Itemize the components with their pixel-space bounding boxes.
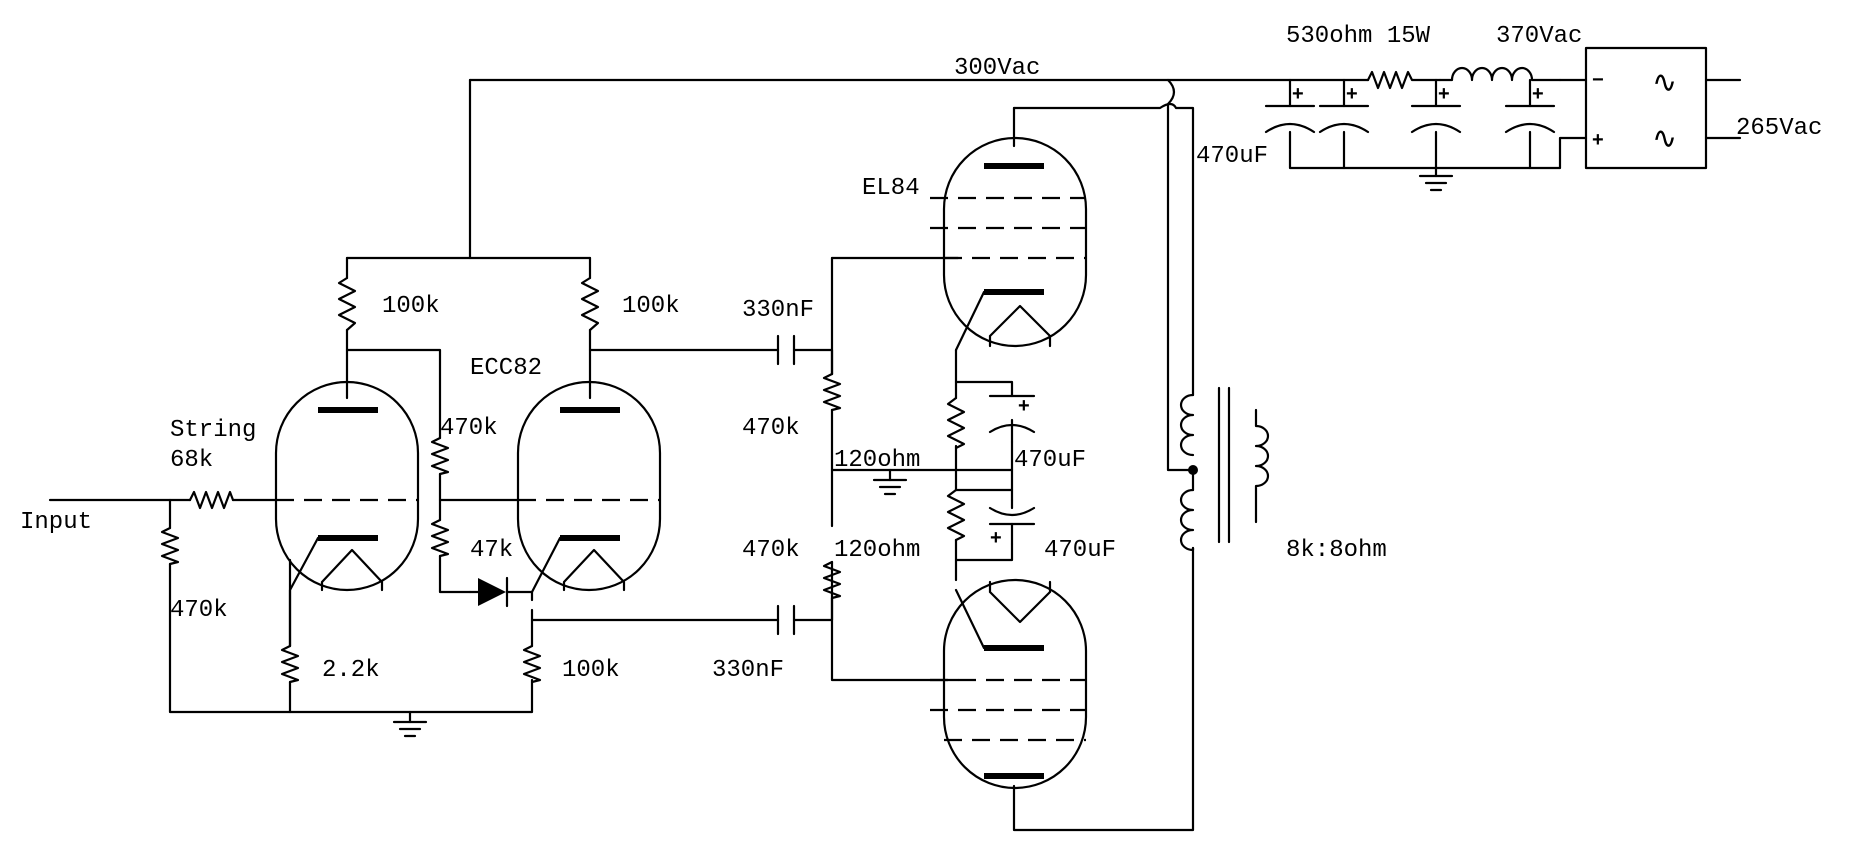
psu-resistor-label: 530ohm 15W: [1286, 23, 1431, 50]
resistor-120ohm-b-label: 120ohm: [834, 537, 920, 564]
svg-text:+: +: [1292, 83, 1304, 105]
resistor-470k-grid-b: [822, 560, 842, 600]
capacitors: [776, 104, 1556, 636]
svg-text:+: +: [990, 527, 1002, 549]
resistor-470k-divider-label: 470k: [440, 415, 498, 442]
el84-pentode-top: [930, 136, 1088, 352]
svg-text:+: +: [1346, 83, 1358, 105]
rect-voltage-label: 370Vac: [1496, 23, 1582, 50]
capacitor-470uf-cathode-b: [988, 498, 1036, 546]
resistor-100k-b-label: 100k: [622, 293, 680, 320]
resistor-47k: [430, 518, 450, 558]
resistor-68k: [188, 490, 235, 510]
capacitor-470uf-cathode-a: [988, 394, 1036, 444]
resistor-47k-label: 47k: [470, 537, 513, 564]
diode: [468, 576, 509, 608]
resistor-470k-input-label: 470k: [170, 597, 228, 624]
resistor-530ohm: [1366, 70, 1442, 90]
mains-voltage-label: 265Vac: [1736, 115, 1822, 142]
svg-text:+: +: [1438, 83, 1450, 105]
el84-pentode-bottom: [930, 578, 1088, 790]
supply-capacitor-4: [1504, 104, 1556, 134]
resistor-470k-grid-b-label: 470k: [742, 537, 800, 564]
resistor-100k-tail-label: 100k: [562, 657, 620, 684]
svg-text:+: +: [1018, 395, 1030, 417]
tube-ecc82-label: ECC82: [470, 355, 542, 382]
capacitor-330nf-top: [776, 334, 796, 366]
resistor-2-2k-label: 2.2k: [322, 657, 380, 684]
resistor-120ohm-a-label: 120ohm: [834, 447, 920, 474]
resistors: [160, 70, 1442, 684]
svg-text:+: +: [1592, 129, 1604, 151]
output-transformer: [1179, 386, 1270, 552]
resistor-470k-grid-a: [822, 372, 842, 412]
svg-text:−: −: [1592, 69, 1604, 91]
resistor-2-2k: [280, 644, 300, 684]
resistor-470k-input: [160, 526, 180, 566]
component-labels: Input String 68k 470k 2.2k 100k 100k ECC…: [20, 23, 1822, 684]
capacitor-330nf-bottom: [776, 604, 796, 636]
resistor-100k-tail: [522, 644, 542, 684]
transformer-ratio-label: 8k:8ohm: [1286, 537, 1387, 564]
b-plus-label: 300Vac: [954, 55, 1040, 82]
resistor-100k-a-label: 100k: [382, 293, 440, 320]
cap-470uf-supply-label: 470uF: [1196, 143, 1268, 170]
supply-capacitor-1: [1264, 104, 1316, 134]
choke-inductor: [1438, 66, 1562, 82]
ecc82-triode-b: [438, 380, 662, 594]
resistor-470k-grid-a-label: 470k: [742, 415, 800, 442]
resistor-68k-label: 68k: [170, 447, 213, 474]
cap-470uf-b-label: 470uF: [1044, 537, 1116, 564]
input-label: Input: [20, 509, 92, 536]
ground-symbols: [392, 174, 1454, 738]
cap-330nf-bottom-label: 330nF: [712, 657, 784, 684]
svg-text:∿: ∿: [1652, 65, 1677, 100]
tube-el84-label: EL84: [862, 175, 920, 202]
svg-text:∿: ∿: [1652, 121, 1677, 156]
cap-470uf-a-label: 470uF: [1014, 447, 1086, 474]
resistor-120ohm-a: [946, 396, 966, 450]
svg-text:+: +: [1532, 83, 1544, 105]
ecc82-triode-a: [274, 380, 420, 648]
supply-capacitor-3: [1410, 104, 1462, 134]
resistor-470k-divider: [430, 436, 450, 476]
resistor-120ohm-b: [946, 488, 966, 542]
rectifier-block: − + ∿ ∿: [1584, 46, 1708, 170]
string-label: String: [170, 417, 256, 444]
polarity-marks: + + + + + +: [990, 83, 1544, 549]
resistor-100k-plate-a: [337, 276, 357, 332]
cap-330nf-top-label: 330nF: [742, 297, 814, 324]
supply-capacitor-2: [1318, 104, 1370, 134]
wiring: [48, 78, 1742, 832]
resistor-100k-plate-b: [580, 276, 600, 332]
